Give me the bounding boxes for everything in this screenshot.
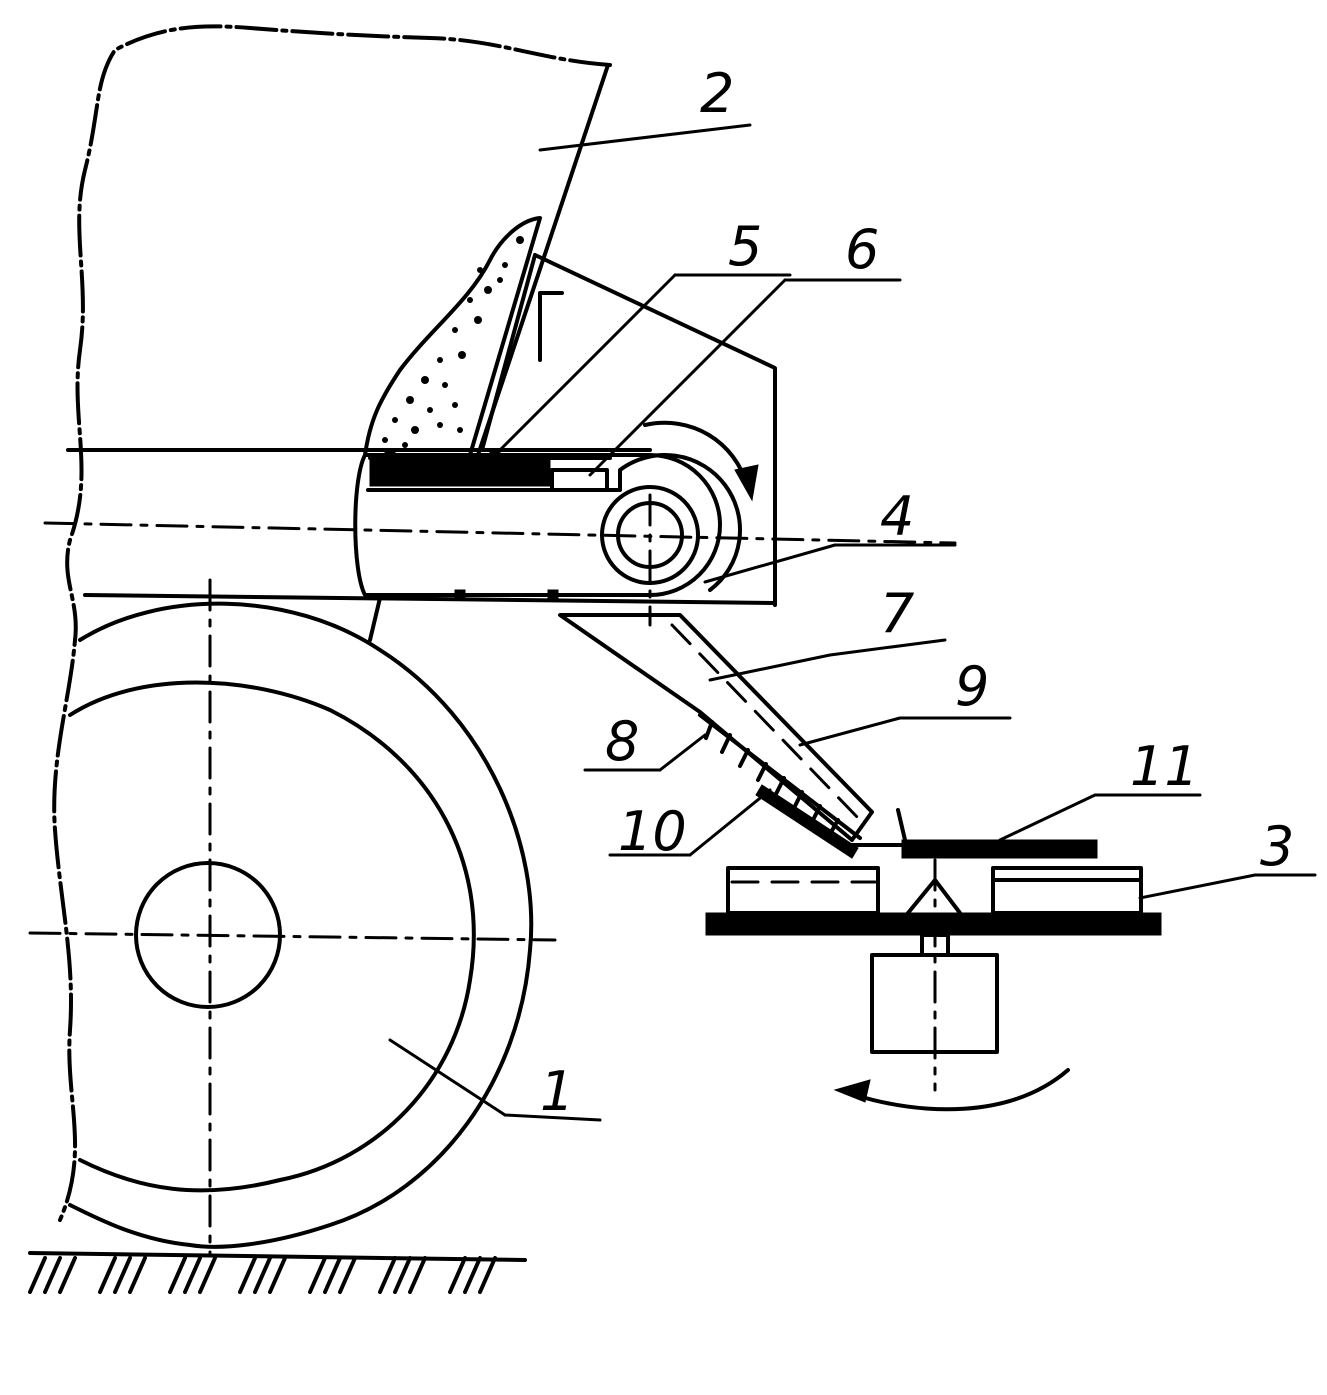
ground-hatching <box>28 1256 497 1294</box>
scraper-bracket <box>538 291 564 362</box>
label-9: 9 <box>955 655 989 718</box>
wheel-outer-arc <box>68 601 534 1249</box>
label-3: 3 <box>1260 815 1294 878</box>
chute-plate-10 <box>755 784 859 859</box>
guide-bar-post <box>896 808 907 842</box>
drum-rotation-arrowhead <box>734 464 759 502</box>
label-5: 5 <box>728 215 762 278</box>
frame-bottom-line <box>83 593 777 605</box>
label-4: 4 <box>880 485 914 548</box>
table-cup-left <box>726 866 880 915</box>
body-break-outline <box>52 24 612 1222</box>
wheel-tyre-inner-arc <box>68 680 476 1193</box>
ground-line <box>28 1251 527 1262</box>
label-11: 11 <box>1130 735 1199 798</box>
chute-grid-8 <box>698 713 862 840</box>
wheel-horizontal-axis <box>28 931 557 942</box>
guide-bar-11 <box>901 839 1098 859</box>
belt-housing <box>353 453 722 597</box>
table-motor <box>870 953 999 1054</box>
label-6: 6 <box>845 218 879 281</box>
label-1: 1 <box>540 1060 574 1123</box>
table-rotation-arrowhead <box>833 1079 871 1103</box>
belt-cleat-1 <box>384 451 396 463</box>
chute-dashed-axis <box>670 623 862 822</box>
label-2: 2 <box>700 62 734 125</box>
belt-inner-contour <box>366 453 742 592</box>
chute-body <box>558 613 874 842</box>
granular-material-region <box>363 216 542 457</box>
belt-piece-6 <box>550 468 609 492</box>
drum-casing <box>533 253 777 607</box>
leader-lines <box>388 123 1317 1122</box>
belt-cleat-3 <box>454 589 466 599</box>
frame-axis-line <box>43 521 957 545</box>
label-10: 10 <box>618 800 687 863</box>
belt-cleat-4 <box>547 589 559 599</box>
table-rotation-arrow <box>853 1068 1070 1112</box>
label-7: 7 <box>880 582 914 645</box>
belt-black-bar <box>369 459 551 487</box>
scraper-plate <box>480 253 537 452</box>
belt-drum-outer <box>600 485 700 585</box>
granular-dots <box>382 236 524 448</box>
table-cup-right <box>991 866 1143 915</box>
label-8: 8 <box>605 710 639 773</box>
belt-cleat-2 <box>489 451 501 467</box>
frame-strut <box>368 596 382 642</box>
